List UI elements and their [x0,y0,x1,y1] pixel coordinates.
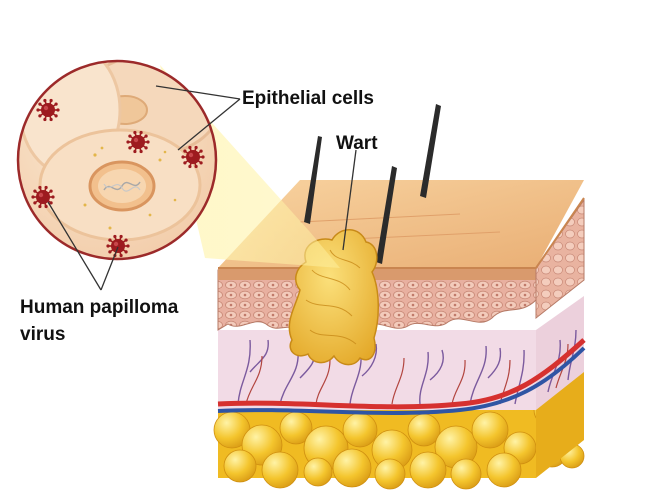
fat-globule [409,451,447,489]
magnified-cells [16,59,218,261]
label-epithelial-cells: Epithelial cells [242,88,374,109]
fat-globule [303,457,333,487]
pointer-hpv-1 [47,201,102,291]
pointer-epithelial-1 [155,85,241,100]
label-wart: Wart [336,133,378,154]
label-hpv-line1: Human papilloma [20,297,179,318]
hair-icon [304,104,441,264]
fat-layer [213,370,585,490]
fat-globule [261,451,299,489]
dermis-layer [217,296,586,415]
fat-globule [407,413,441,447]
fat-globule [471,411,509,449]
pointer-hpv-2 [100,246,119,291]
fat-globule [450,458,482,490]
fat-globule [486,452,522,488]
virus-icon [31,185,55,209]
label-human-papilloma-virus: Human papilloma virus [20,294,178,348]
fat-globule [223,449,257,483]
label-hpv-line2: virus [20,324,66,345]
virus-icon [106,234,130,258]
blood-vessels [217,338,586,415]
fat-globule [342,412,378,448]
pointer-lines [47,85,357,291]
virus-icon [126,130,150,154]
virus-group [31,98,205,258]
fat-globule [332,448,372,488]
virus-icon [181,145,205,169]
pointer-epithelial-2 [177,98,241,151]
virus-icon [36,98,60,122]
pointer-wart [342,149,357,251]
fat-globule [374,458,406,490]
